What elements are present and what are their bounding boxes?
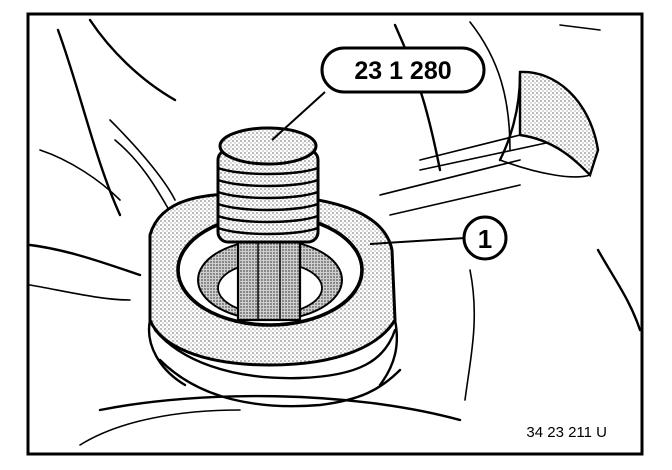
figure-reference: 34 23 211 U — [526, 424, 607, 441]
tool-top-face — [218, 126, 318, 166]
tool-shaft — [236, 238, 302, 322]
tool-number-label: 23 1 280 — [354, 57, 451, 85]
special-tool — [216, 126, 320, 244]
tool-callout-leader — [271, 91, 326, 141]
tool-thread — [216, 166, 320, 236]
part-callout: 1 — [369, 215, 508, 261]
figure-border — [26, 12, 644, 456]
tool-callout: 23 1 280 — [271, 46, 486, 141]
part-callout-leader — [369, 237, 466, 245]
part-number-label: 1 — [478, 224, 492, 254]
housing-lug — [518, 70, 600, 178]
